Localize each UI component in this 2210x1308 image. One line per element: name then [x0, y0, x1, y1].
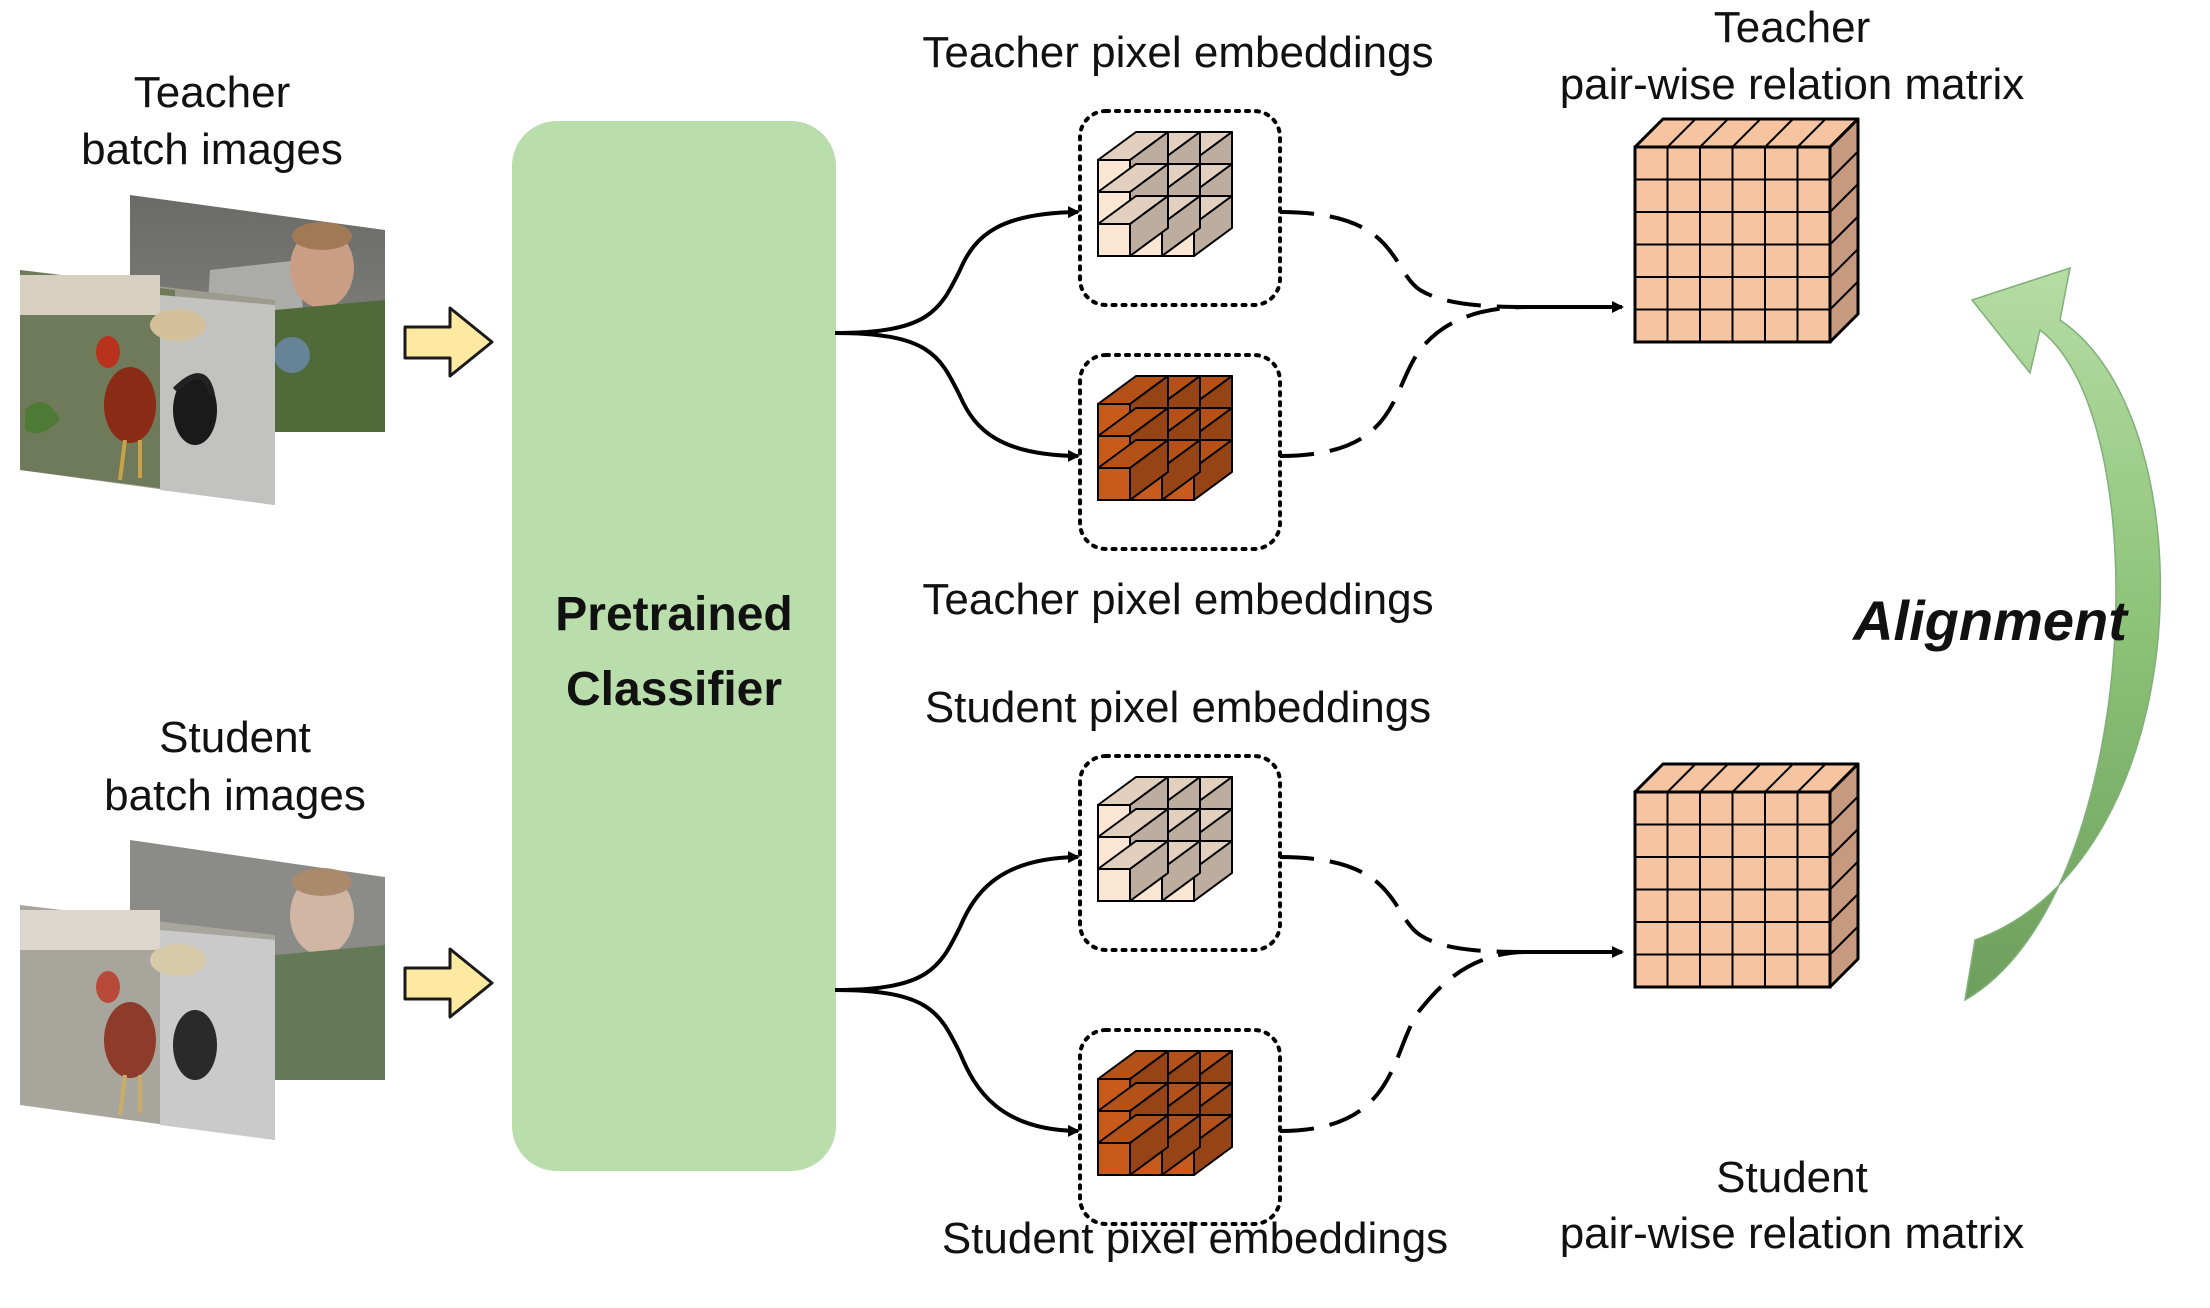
student-batch-label: Student batch images [104, 713, 366, 820]
teacher-pixel-embedding-dark [1078, 353, 1282, 551]
teacher-embeddings-bottom-label: Teacher pixel embeddings [922, 575, 1433, 624]
branch-to-teacher-dark-embedding [834, 331, 1080, 462]
teacher-matrix-label-line2: pair-wise relation matrix [1560, 60, 2025, 109]
classifier-label-line2: Classifier [566, 663, 782, 716]
student-batch-label-line2: batch images [104, 771, 366, 820]
classifier-label-line1: Pretrained [555, 588, 792, 641]
yellow-right-arrow-icon [403, 306, 494, 378]
embedding-dotted-frame [1078, 1028, 1282, 1226]
dashed-merge-from-dark [1279, 950, 1526, 1133]
embedding-dotted-frame [1078, 353, 1282, 551]
student-input-arrow [403, 947, 494, 1019]
embedding-dotted-frame [1078, 754, 1282, 952]
dashed-merge-from-light [1279, 210, 1526, 309]
classifier-box [512, 121, 836, 1171]
teacher-relation-matrix [1633, 117, 1860, 344]
embedding-prism [1097, 195, 1169, 257]
embedding-prism [1097, 840, 1169, 902]
alignment-label: Alignment [1851, 589, 2129, 652]
dashed-merge-from-light [1279, 855, 1526, 954]
student-batch-label-line1: Student [159, 713, 311, 762]
teacher-input-arrow [403, 306, 494, 378]
teacher-batch-label: Teacher batch images [81, 68, 343, 174]
alignment-arrow [1963, 266, 2162, 1002]
student-pixel-embedding-dark [1078, 1028, 1282, 1226]
branch-to-student-dark-embedding [834, 988, 1080, 1137]
student-pixel-embedding-light [1078, 754, 1282, 952]
teacher-matrix-label-line1: Teacher [1714, 3, 1871, 52]
teacher-image-stack [20, 195, 385, 505]
student-image-stack [20, 840, 385, 1140]
branch-to-student-light-embedding [834, 851, 1080, 992]
dashed-merge-from-dark [1279, 305, 1526, 458]
embedding-prism [1097, 1114, 1169, 1176]
student-branch-connectors [834, 851, 1080, 1137]
student-relation-matrix [1633, 762, 1860, 989]
teacher-batch-label-line2: batch images [81, 125, 343, 174]
teacher-batch-label-line1: Teacher [134, 68, 291, 117]
teacher-front-photo [20, 270, 275, 505]
teacher-merge-connector [1279, 210, 1624, 458]
pretrained-classifier-block: Pretrained Classifier [512, 121, 836, 1171]
yellow-right-arrow-icon [403, 947, 494, 1019]
student-embeddings-top-label: Student pixel embeddings [925, 683, 1431, 732]
student-matrix-label-line1: Student [1716, 1153, 1868, 1202]
student-matrix-label-line2: pair-wise relation matrix [1560, 1209, 2025, 1258]
branch-to-teacher-light-embedding [834, 206, 1080, 335]
student-embeddings-bottom-label: Student pixel embeddings [942, 1214, 1448, 1263]
embedding-dotted-frame [1078, 109, 1282, 307]
curved-up-arrow-icon [1963, 266, 2162, 1002]
teacher-pixel-embedding-light [1078, 109, 1282, 307]
teacher-branch-connectors [834, 206, 1080, 462]
student-front-photo [20, 905, 275, 1140]
student-merge-connector [1279, 855, 1624, 1133]
embedding-prism [1097, 439, 1169, 501]
teacher-embeddings-top-label: Teacher pixel embeddings [922, 28, 1433, 77]
